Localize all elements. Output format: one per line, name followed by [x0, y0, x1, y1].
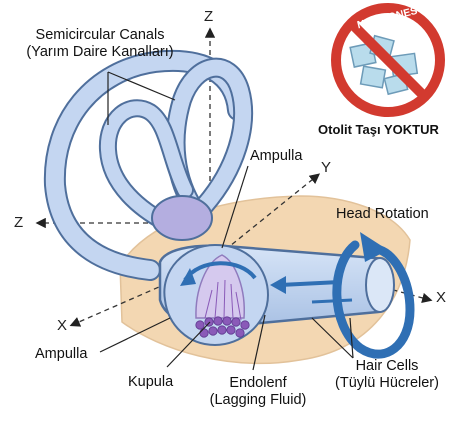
no-stones-caption: Otolit Taşı YOKTUR — [318, 121, 439, 138]
label-endolenf: Endolenf (Lagging Fluid) — [198, 375, 318, 409]
axis-label-z-top: Z — [204, 9, 213, 25]
no-stones-sign: NO STONES — [336, 5, 440, 112]
tube-opening — [366, 258, 394, 312]
label-hair-cells-tr: (Tüylü Hücreler) — [320, 375, 454, 392]
label-ampulla-top: Ampulla — [250, 148, 302, 165]
label-hair-cells-en: Hair Cells — [320, 358, 454, 375]
canal-junction — [152, 196, 212, 240]
label-kupula: Kupula — [128, 374, 173, 391]
axis-label-x-left: X — [57, 318, 67, 334]
label-semicircular-canals: Semicircular Canals (Yarım Daire Kanalla… — [5, 27, 195, 61]
label-head-rotation: Head Rotation — [336, 206, 429, 223]
leader-canals-2 — [108, 72, 175, 100]
label-ampulla-left: Ampulla — [35, 346, 87, 363]
label-lagging-fluid: (Lagging Fluid) — [198, 392, 318, 409]
axis-label-x-right: X — [436, 290, 446, 306]
axis-label-y: Y — [321, 160, 331, 176]
label-semicircular-canals-en: Semicircular Canals — [5, 27, 195, 44]
label-semicircular-canals-tr: (Yarım Daire Kanalları) — [5, 44, 195, 61]
label-endolenf-name: Endolenf — [198, 375, 318, 392]
label-hair-cells: Hair Cells (Tüylü Hücreler) — [320, 358, 454, 392]
axis-label-z-left: Z — [14, 215, 23, 231]
